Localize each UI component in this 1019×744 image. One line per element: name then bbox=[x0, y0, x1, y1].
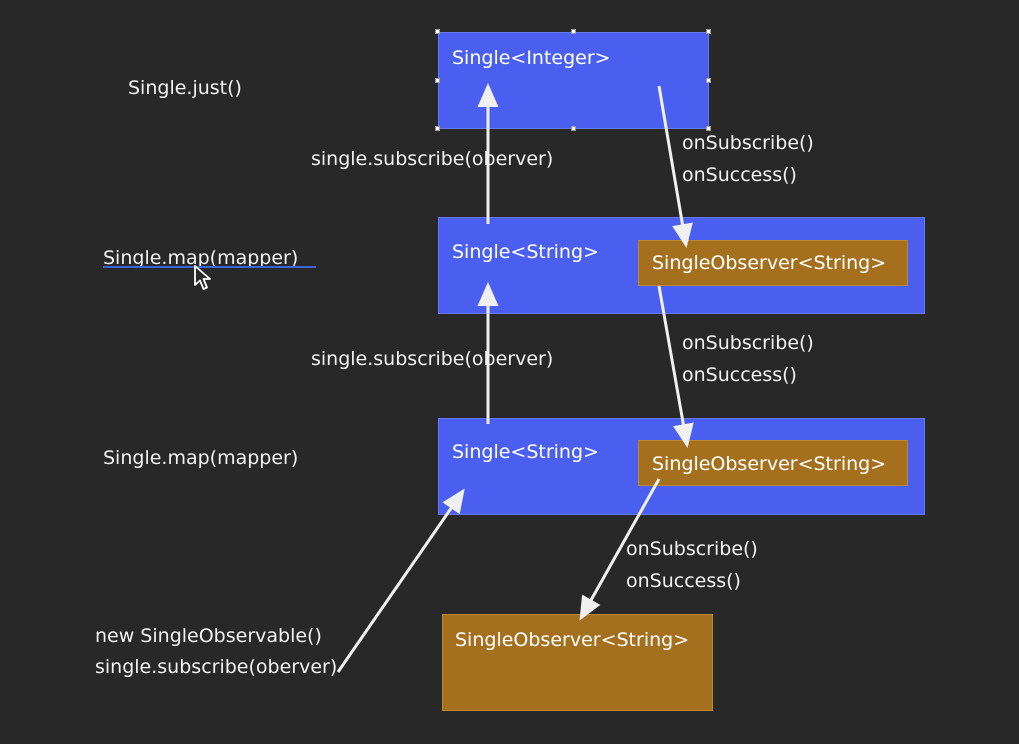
selection-handle-top-left[interactable] bbox=[435, 29, 440, 34]
single-integer-box[interactable]: Single<Integer> bbox=[438, 32, 709, 129]
single-observer-box-3[interactable]: SingleObserver<String> bbox=[442, 614, 713, 711]
selection-handle-bottom-middle[interactable] bbox=[571, 126, 576, 131]
single-string-title-1: Single<String> bbox=[452, 241, 599, 263]
selection-handle-middle-right[interactable] bbox=[706, 78, 711, 83]
mouse-pointer-icon bbox=[194, 265, 211, 290]
subscribe-label-top: single.subscribe(oberver) bbox=[311, 148, 554, 170]
selection-handle-middle-left[interactable] bbox=[435, 78, 440, 83]
single-string-title-2: Single<String> bbox=[452, 441, 599, 463]
selection-handle-bottom-right[interactable] bbox=[706, 126, 711, 131]
on-success-label-2: onSuccess() bbox=[682, 364, 797, 386]
selection-handle-top-right[interactable] bbox=[706, 29, 711, 34]
single-just-label: Single.just() bbox=[128, 77, 242, 99]
on-success-label-1: onSuccess() bbox=[682, 164, 797, 186]
on-subscribe-label-3: onSubscribe() bbox=[626, 538, 758, 560]
on-subscribe-label-2: onSubscribe() bbox=[682, 332, 814, 354]
single-observer-title-3: SingleObserver<String> bbox=[455, 629, 690, 651]
single-observer-title-2: SingleObserver<String> bbox=[652, 453, 887, 475]
subscribe-label-middle: single.subscribe(oberver) bbox=[311, 348, 554, 370]
single-integer-title: Single<Integer> bbox=[452, 47, 611, 69]
single-observer-box-2[interactable]: SingleObserver<String> bbox=[638, 440, 908, 486]
selection-handle-top-middle[interactable] bbox=[571, 29, 576, 34]
on-success-label-3: onSuccess() bbox=[626, 570, 741, 592]
selection-handle-bottom-left[interactable] bbox=[435, 126, 440, 131]
single-map-label-1: Single.map(mapper) bbox=[103, 247, 299, 269]
new-single-observable-label: new SingleObservable() bbox=[95, 625, 322, 647]
single-map-label-2: Single.map(mapper) bbox=[103, 447, 299, 469]
single-observer-box-1[interactable]: SingleObserver<String> bbox=[638, 240, 908, 286]
text-selection-underline bbox=[103, 266, 316, 268]
on-subscribe-label-1: onSubscribe() bbox=[682, 132, 814, 154]
single-observer-title-1: SingleObserver<String> bbox=[652, 252, 887, 274]
subscribe-label-bottom: single.subscribe(oberver) bbox=[95, 656, 338, 678]
